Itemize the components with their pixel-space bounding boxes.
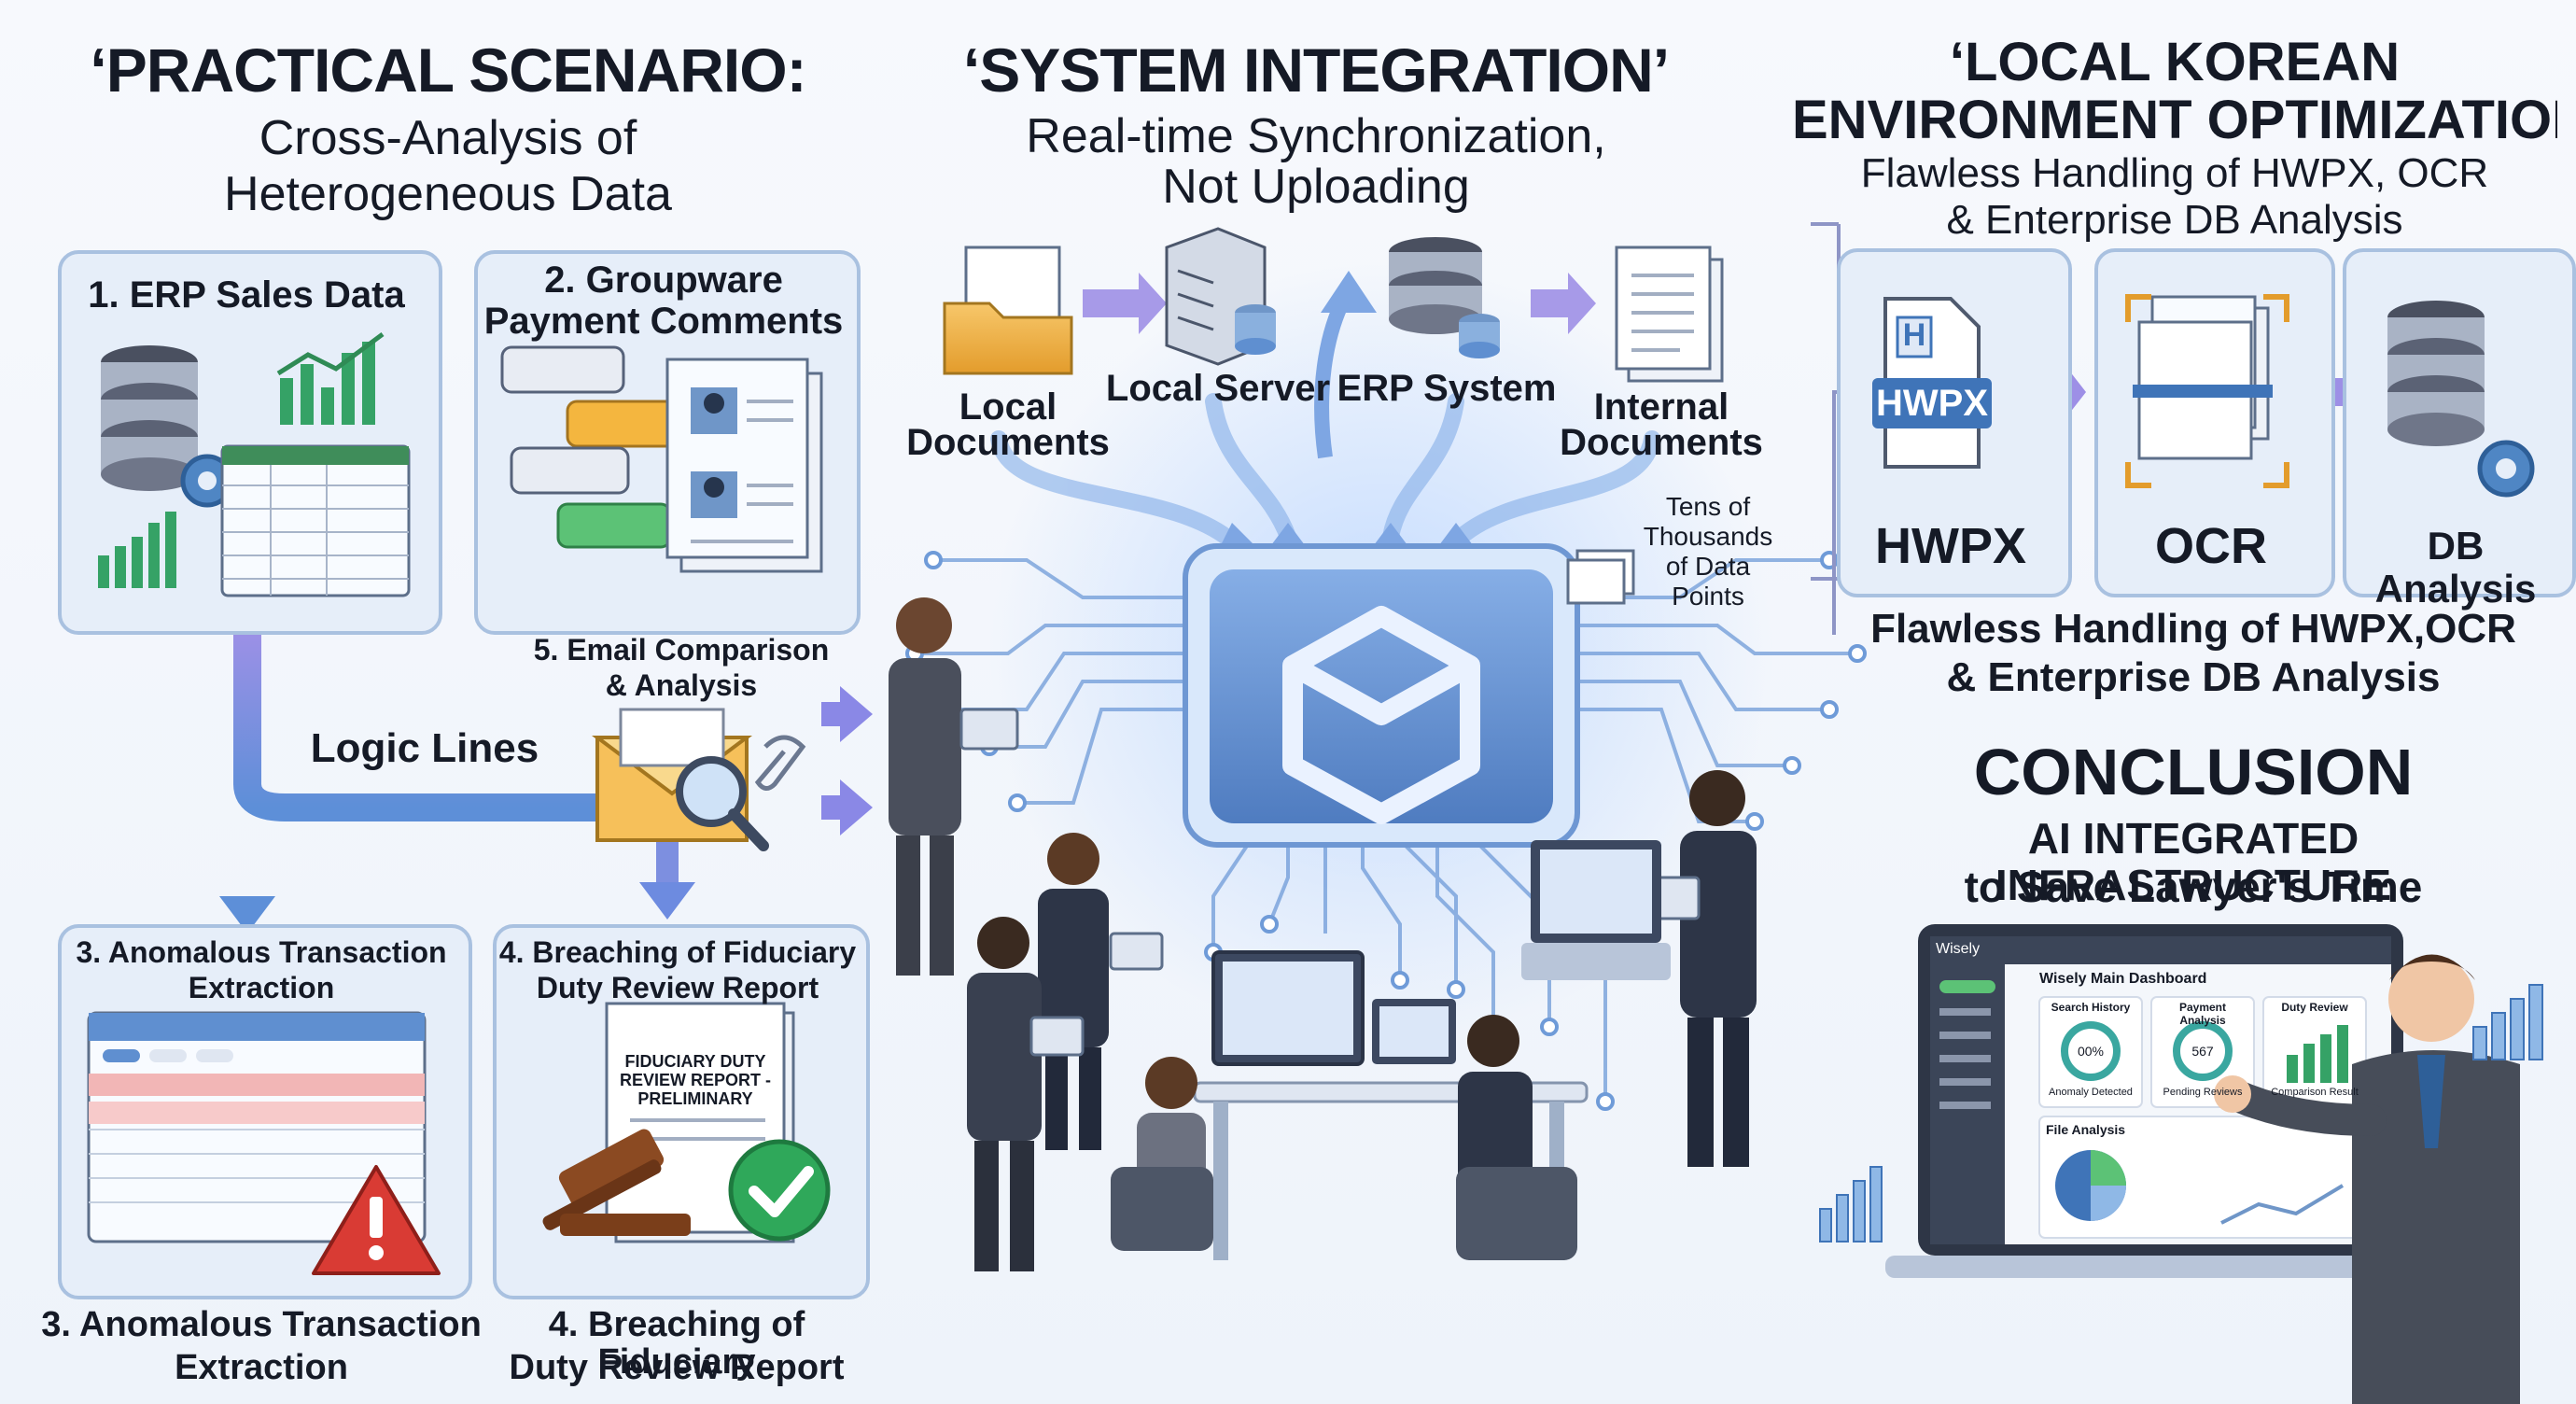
folder-icon (943, 246, 1073, 375)
report-doc-line3: PRELIMINARY (637, 1089, 753, 1108)
local-server-label: Local Server (1105, 368, 1331, 409)
erp-sales-data-label: 1. ERP Sales Data (88, 274, 405, 316)
anomalous-card-label-line2: Extraction (188, 971, 335, 1004)
trend-chart-icon (2472, 984, 2543, 1060)
bottom-fiduciary-line1: 4. Breaching of Fiduciary (548, 1305, 805, 1382)
presenter-person (2214, 954, 2520, 1404)
local-documents-label-line2: Documents (906, 422, 1110, 463)
conclusion-subtitle-line1: AI INTEGRATED INFRASTRUCTURE (1995, 814, 2392, 909)
korean-repeat-line1: Flawless Handling of HWPX,OCR (1870, 606, 2516, 652)
erp-up-arrow (1314, 295, 1351, 459)
central-ai-chip (1183, 543, 1580, 848)
conclusion-subtitle-line2: to Save Lawyer's Time (1964, 863, 2423, 911)
local-documents-label-line1: Local (959, 386, 1057, 428)
tens-of-thousands-line4: Points (1672, 582, 1744, 611)
korean-subtitle-line1: Flawless Handling of HWPX, OCR (1860, 150, 2489, 196)
tens-of-thousands-line3: of Data (1665, 552, 1751, 581)
dashboard-laptop (1885, 924, 2445, 1278)
report-doc-line2: REVIEW REPORT - (619, 1071, 771, 1089)
practical-title: ‘PRACTICAL SCENARIO: (90, 35, 806, 105)
conclusion-title: CONCLUSION (1973, 736, 2414, 808)
panel-duty-review-title: Duty Review (2281, 1001, 2348, 1014)
email-label-line1: 5. Email Comparison (533, 633, 830, 667)
logic-lines-label: Logic Lines (310, 725, 539, 771)
top-row-arrows (1083, 273, 1596, 334)
panel-payment-value: 567 (2191, 1044, 2214, 1059)
dashboard-app-name: Wisely (1936, 941, 1981, 957)
file-analysis-label: File Analysis (2046, 1122, 2126, 1137)
fiduciary-card-label-line1: 4. Breaching of Fiduciary (498, 935, 857, 969)
internal-documents-label-line2: Documents (1560, 422, 1763, 463)
bottom-fiduciary-line2: Duty Review Report (509, 1348, 845, 1387)
panel-search-history-title: Search History (2051, 1001, 2131, 1014)
panel-payment-title: Payment Analysis (2178, 1001, 2227, 1027)
korean-title-line2: ENVIRONMENT OPTIMIZATION (1792, 91, 2557, 150)
practical-subtitle-line2: Heterogeneous Data (224, 167, 672, 221)
integration-title: ‘SYSTEM INTEGRATION’ (962, 35, 1670, 105)
ocr-label: OCR (2155, 518, 2267, 574)
anomalous-card-label-line1: 3. Anomalous Transaction (76, 935, 447, 969)
hwpx-file-tag: HWPX (1876, 383, 1988, 424)
erp-up-arrowhead (1321, 271, 1377, 313)
person-woman-tablet (1038, 833, 1164, 1150)
person-seated-man (1456, 1015, 1577, 1260)
korean-title-line1: ‘LOCAL KOREAN (1949, 32, 2401, 92)
person-standing-right (1641, 770, 1757, 1167)
erp-system-label: ERP System (1337, 368, 1557, 409)
email-label-line2: & Analysis (605, 668, 758, 702)
person-standing-left (889, 597, 1019, 976)
groupware-label-line1: 2. Groupware (544, 260, 783, 301)
logic-lines (219, 621, 873, 934)
practical-subtitle-line1: Cross-Analysis of (259, 111, 637, 165)
korean-subtitle-line2: & Enterprise DB Analysis (1946, 197, 2403, 243)
korean-repeat-line2: & Enterprise DB Analysis (1946, 654, 2441, 700)
bottom-anomalous-line1: 3. Anomalous Transaction (41, 1305, 482, 1344)
monitor-right (1521, 840, 1671, 980)
panel-duty-review-caption: Comparison Result (2271, 1087, 2359, 1098)
person-seated-woman (1111, 1057, 1213, 1251)
workstation-desk (1193, 950, 1589, 1260)
fiduciary-card-label-line2: Duty Review Report (536, 971, 819, 1004)
server-icon (1165, 227, 1276, 366)
integration-subtitle-line2: Not Uploading (1162, 160, 1470, 214)
internal-documents-label-line1: Internal (1593, 386, 1729, 428)
tens-of-thousands-line1: Tens of (1665, 492, 1751, 521)
groupware-label-line2: Payment Comments (483, 301, 844, 342)
tens-of-thousands-line2: Thousands (1643, 522, 1773, 551)
side-bar-chart-icon (1819, 1166, 1883, 1243)
erp-database-server-icon (1389, 237, 1500, 358)
report-doc-line1: FIDUCIARY DUTY (624, 1052, 766, 1071)
dashboard-title: Wisely Main Dashboard (2039, 971, 2207, 987)
integration-subtitle-line1: Real-time Synchronization, (1026, 109, 1606, 163)
panel-payment-caption: Pending Reviews (2163, 1087, 2243, 1098)
email-envelope-icon (592, 708, 806, 851)
bottom-anomalous-line2: Extraction (175, 1348, 348, 1387)
panel-search-history-value: 00% (2077, 1044, 2105, 1059)
integration-feed-lines (990, 393, 1660, 550)
person-man-glasses (967, 917, 1085, 1271)
hwpx-label: HWPX (1875, 518, 2026, 574)
hwpx-letter: H (1902, 317, 1926, 353)
db-analysis-label: DB Analysis (2374, 524, 2537, 611)
internal-documents-icon (1615, 246, 1724, 383)
panel-search-history-caption: Anomaly Detected (2049, 1087, 2133, 1098)
small-documents-icon (1566, 549, 1635, 605)
